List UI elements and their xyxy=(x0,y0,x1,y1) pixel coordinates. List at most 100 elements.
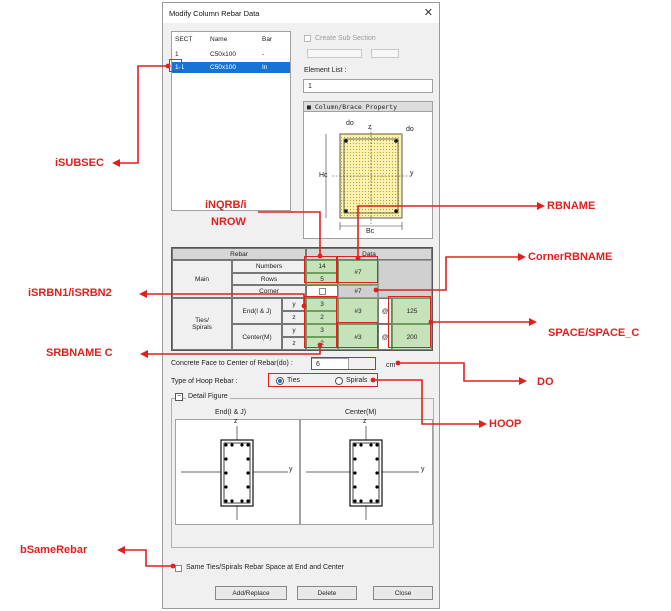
close-icon[interactable]: ✕ xyxy=(423,7,433,19)
center-section-drawing xyxy=(306,426,419,520)
space-input[interactable]: 125 xyxy=(392,298,432,324)
do-top-label: do xyxy=(346,120,354,127)
detail-figure-label: Detail Figure xyxy=(186,393,230,400)
annotation-bsamerebar: bSameRebar xyxy=(20,544,88,556)
row-sect: 1-1 xyxy=(175,64,185,71)
same-space-checkbox[interactable] xyxy=(175,565,182,572)
annotation-inqrb: iNQRB/i xyxy=(205,199,247,211)
bc-label: Bc xyxy=(366,228,375,235)
hoop-radio-ties[interactable]: Ties xyxy=(276,377,320,387)
center-y-label: y xyxy=(282,324,306,337)
end-bar-select[interactable]: #3 xyxy=(338,298,378,324)
annotation-isrbn: iSRBN1/iSRBN2 xyxy=(28,287,112,299)
space-c-input[interactable]: 200 xyxy=(392,324,432,350)
same-space-label: Same Ties/Spirals Rebar Space at End and… xyxy=(186,564,344,571)
hoop-highlight xyxy=(268,373,378,387)
end-z-input[interactable]: 2 xyxy=(306,311,338,324)
end-y-label: y xyxy=(282,298,306,311)
row-bar: In xyxy=(262,64,268,71)
detail-figure-group xyxy=(171,398,434,548)
end-z-axis-label: z xyxy=(234,418,238,425)
cover-unit: cm xyxy=(386,362,396,369)
do-right-label: do xyxy=(406,126,414,133)
annotation-rbname: RBNAME xyxy=(547,200,596,212)
element-list-value: 1 xyxy=(308,83,312,90)
create-sub-section-checkbox[interactable] xyxy=(304,35,311,42)
section-row-1-1[interactable]: 1-1 C50x100 In xyxy=(172,62,290,73)
rows-label: Rows xyxy=(232,273,306,285)
space-highlight xyxy=(388,296,431,348)
center-z-axis-label: z xyxy=(363,418,367,425)
sub-section-field-2 xyxy=(371,49,399,58)
header-bar: Bar xyxy=(262,36,273,43)
column-property-title: ■ Column/Brace Property xyxy=(304,102,432,112)
add-replace-button[interactable]: Add/Replace xyxy=(215,586,287,600)
create-sub-section-label: Create Sub Section xyxy=(315,35,376,42)
corner-checkbox[interactable] xyxy=(318,288,326,295)
ties-count-highlight xyxy=(304,296,337,348)
sub-section-field-1 xyxy=(307,49,362,58)
detail-collapse-icon[interactable]: − xyxy=(175,393,183,401)
hoop-radio-spirals[interactable]: Spirals xyxy=(335,377,379,387)
y-axis-label: y xyxy=(410,170,414,177)
annotation-do: DO xyxy=(537,376,554,388)
header-name: Name xyxy=(210,36,228,43)
end-section-drawing xyxy=(181,426,288,520)
detail-center-figure: z y xyxy=(300,418,433,525)
column-section-drawing xyxy=(325,128,412,230)
end-y-input[interactable]: 3 xyxy=(306,298,338,311)
numbers-input[interactable]: 14 xyxy=(306,260,338,273)
annotation-nrow: NROW xyxy=(211,216,246,228)
section-list[interactable]: SECT Name Bar 1 C50x100 - 1-1 C50x100 In xyxy=(171,31,291,211)
hc-label: Hc xyxy=(319,172,328,179)
rebar-header: Rebar xyxy=(172,248,306,260)
main-empty-cell xyxy=(378,260,432,298)
main-label: Main xyxy=(172,260,232,298)
numbers-label: Numbers xyxy=(232,260,306,273)
ties-spirals-label: Ties/ Spirals xyxy=(172,298,232,350)
delete-button[interactable]: Delete xyxy=(297,586,357,600)
element-list-input[interactable]: 1 xyxy=(303,79,433,93)
corner-label: Corner xyxy=(232,285,306,298)
do-highlight xyxy=(311,357,376,370)
annotation-isubsec: iSUBSEC xyxy=(55,157,104,169)
corner-rbname-select[interactable]: #7 xyxy=(338,285,378,298)
detail-end-figure: z y xyxy=(175,418,300,525)
cover-value: 6 xyxy=(316,361,320,368)
detail-end-label: End(I & J) xyxy=(215,409,247,416)
hoop-label: Type of Hoop Rebar : xyxy=(171,378,238,385)
annotation-hoop: HOOP xyxy=(489,418,522,430)
annotation-cornerrbname: CornerRBNAME xyxy=(528,251,613,263)
section-row-1[interactable]: 1 C50x100 - xyxy=(172,50,290,60)
close-button[interactable]: Close xyxy=(373,586,433,600)
row-name: C50x100 xyxy=(210,51,237,58)
title-bar: Modify Column Rebar Data ✕ xyxy=(163,3,439,23)
srbname-highlight xyxy=(337,322,378,348)
rbname-highlight xyxy=(337,256,378,283)
z-axis-label: z xyxy=(368,124,372,131)
numbers-rows-highlight xyxy=(304,256,337,283)
radio-dot-icon xyxy=(278,379,282,383)
cover-label: Concrete Face to Center of Rebar(do) : xyxy=(171,360,293,367)
element-list-label: Element List : xyxy=(304,67,347,74)
row-bar: - xyxy=(262,51,265,58)
center-y-axis-label: y xyxy=(421,466,425,473)
subsec-highlight xyxy=(169,59,182,72)
column-property-pane: ■ Column/Brace Property do do z y Hc Bc xyxy=(303,101,433,239)
center-y-input[interactable]: 3 xyxy=(306,324,338,337)
corner-cell xyxy=(306,285,338,298)
end-z-label: z xyxy=(282,311,306,324)
header-sect: SECT xyxy=(175,36,193,43)
end-label: End(I & J) xyxy=(232,298,282,324)
rebar-dialog: Modify Column Rebar Data ✕ SECT Name Bar… xyxy=(162,2,440,609)
dialog-title: Modify Column Rebar Data xyxy=(169,9,260,18)
row-sect: 1 xyxy=(175,51,179,58)
center-label: Center(M) xyxy=(232,324,282,350)
rbname-select[interactable]: #7 xyxy=(338,260,378,285)
end-y-axis-label: y xyxy=(289,466,293,473)
center-z-label: z xyxy=(282,337,306,350)
annotation-srbname: SRBNAME C xyxy=(46,347,113,359)
row-name: C50x100 xyxy=(210,64,237,71)
ties-label: Ties xyxy=(287,377,300,384)
radio-empty-icon xyxy=(335,377,343,385)
